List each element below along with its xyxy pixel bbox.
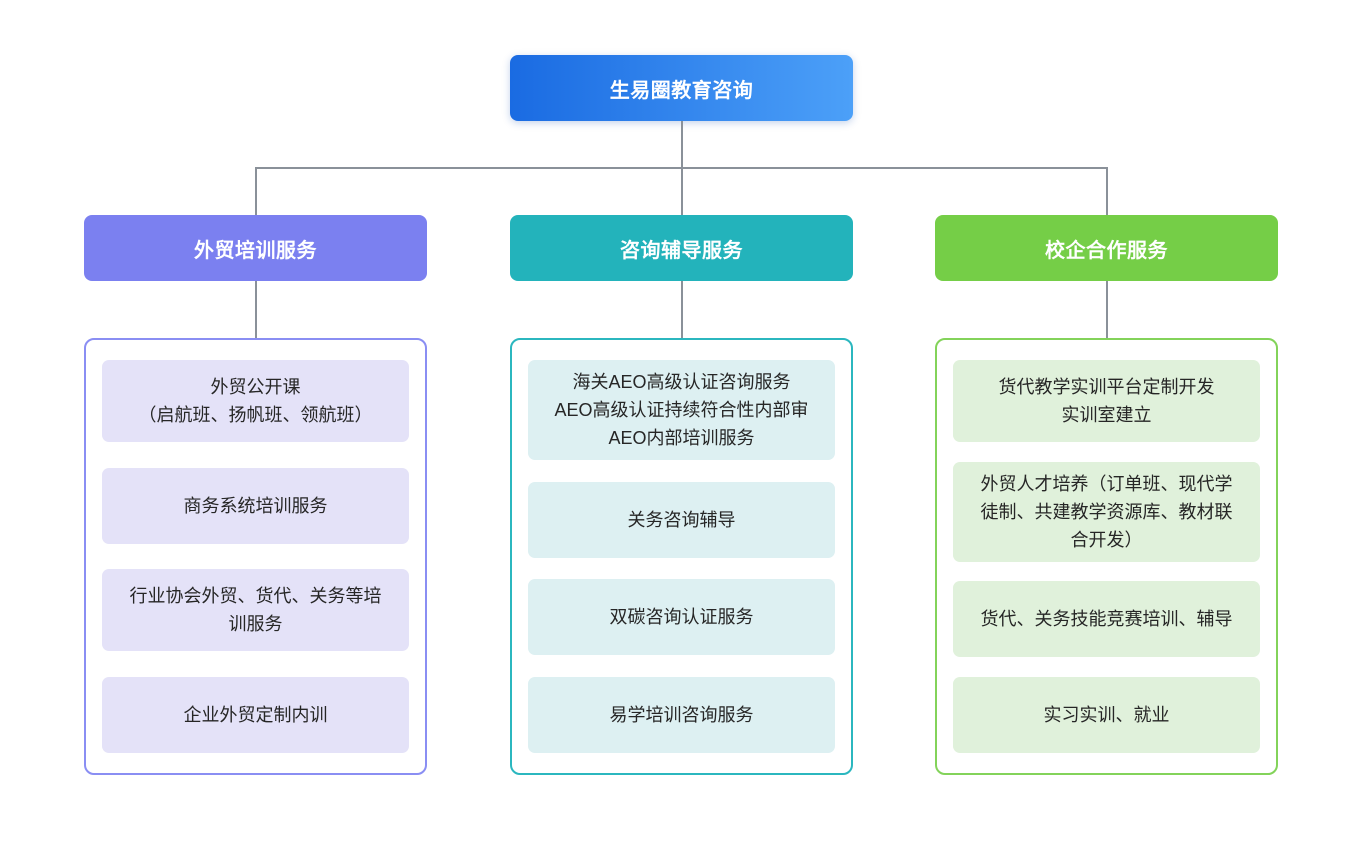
node-item: 货代、关务技能竞赛培训、辅导 bbox=[953, 581, 1260, 658]
node-item-line: （启航班、扬帆班、领航班） bbox=[138, 405, 373, 425]
connector-branch-2-box bbox=[681, 281, 683, 338]
node-item-line: 外贸公开课 bbox=[210, 377, 301, 397]
node-item-line: AEO内部培训服务 bbox=[608, 428, 755, 448]
node-item-line: 货代教学实训平台定制开发 bbox=[998, 377, 1215, 397]
connector-branch-1-drop bbox=[255, 167, 257, 216]
connector-branch-2-drop bbox=[681, 167, 683, 216]
node-item-line: 实训室建立 bbox=[1061, 405, 1152, 425]
node-item: 企业外贸定制内训 bbox=[102, 676, 409, 753]
node-item-line: 实习实训、就业 bbox=[1043, 704, 1170, 725]
root-node: 生易圈教育咨询 bbox=[510, 55, 853, 121]
node-item-line: 行业协会外贸、货代、关务等培 bbox=[129, 586, 382, 607]
node-item-line: 企业外贸定制内训 bbox=[183, 704, 328, 725]
node-item-line: 徒制、共建教学资源库、教材联 bbox=[980, 501, 1233, 522]
node-item: 外贸公开课 （启航班、扬帆班、领航班） bbox=[102, 360, 409, 442]
node-item: 双碳咨询认证服务 bbox=[528, 579, 835, 656]
connector-root-vertical bbox=[681, 121, 683, 168]
connector-branch-3-box bbox=[1106, 281, 1108, 338]
node-item: 货代教学实训平台定制开发实训室建立 bbox=[953, 360, 1260, 442]
node-item-line: 训服务 bbox=[228, 614, 283, 635]
node-item-line: 外贸人才培养（订单班、现代学 bbox=[980, 473, 1233, 494]
node-item-line: 货代、关务技能竞赛培训、辅导 bbox=[980, 609, 1233, 630]
node-item: 外贸人才培养（订单班、现代学徒制、共建教学资源库、教材联合开发） bbox=[953, 461, 1260, 562]
branch-header-school-enterprise-cooperation: 校企合作服务 bbox=[935, 215, 1278, 281]
node-item: 易学培训咨询服务 bbox=[528, 676, 835, 753]
connector-branch-1-box bbox=[255, 281, 257, 338]
branch-items-box-school-enterprise-cooperation: 货代教学实训平台定制开发实训室建立外贸人才培养（订单班、现代学徒制、共建教学资源… bbox=[935, 338, 1278, 775]
node-item: 实习实训、就业 bbox=[953, 676, 1260, 753]
node-item-line: 海关AEO高级认证咨询服务 bbox=[572, 372, 791, 392]
node-item-line: 关务咨询辅导 bbox=[627, 509, 736, 530]
node-item-line: 易学培训咨询服务 bbox=[609, 704, 754, 725]
node-item: 行业协会外贸、货代、关务等培训服务 bbox=[102, 569, 409, 652]
branch-foreign-trade-training: 外贸培训服务 外贸公开课 （启航班、扬帆班、领航班） 商务系统培训服务行业协会外贸、… bbox=[84, 215, 427, 775]
node-item-line: 商务系统培训服务 bbox=[183, 495, 328, 516]
node-item: 商务系统培训服务 bbox=[102, 467, 409, 544]
node-item-line: 合开发） bbox=[1070, 529, 1143, 550]
branch-items-box-foreign-trade-training: 外贸公开课 （启航班、扬帆班、领航班） 商务系统培训服务行业协会外贸、货代、关务等培… bbox=[84, 338, 427, 775]
connector-branch-3-drop bbox=[1106, 167, 1108, 216]
branch-items-box-consulting-coaching: 海关AEO高级认证咨询服务 AEO高级认证持续符合性内部审 AEO内部培训服务关务咨… bbox=[510, 338, 853, 775]
node-item: 关务咨询辅导 bbox=[528, 481, 835, 558]
branch-consulting-coaching: 咨询辅导服务 海关AEO高级认证咨询服务 AEO高级认证持续符合性内部审 AEO内部… bbox=[510, 215, 853, 775]
branch-school-enterprise-cooperation: 校企合作服务 货代教学实训平台定制开发实训室建立外贸人才培养（订单班、现代学徒制… bbox=[935, 215, 1278, 775]
node-item: 海关AEO高级认证咨询服务 AEO高级认证持续符合性内部审 AEO内部培训服务 bbox=[528, 360, 835, 460]
node-item-line: 双碳咨询认证服务 bbox=[609, 607, 754, 628]
node-item-line: AEO高级认证持续符合性内部审 bbox=[554, 400, 809, 420]
branch-header-consulting-coaching: 咨询辅导服务 bbox=[510, 215, 853, 281]
branch-header-foreign-trade-training: 外贸培训服务 bbox=[84, 215, 427, 281]
